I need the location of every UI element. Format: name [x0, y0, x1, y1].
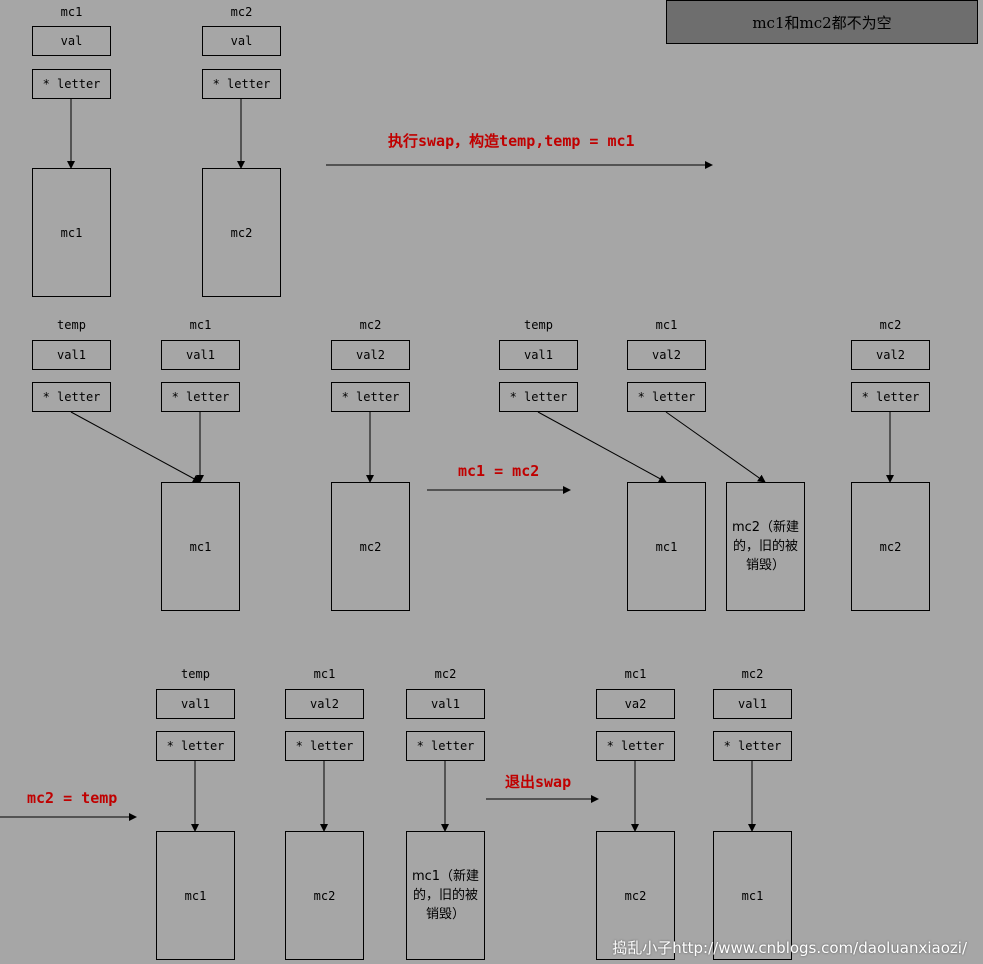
letter-pointer-field: * letter	[32, 69, 111, 99]
value-field: val2	[331, 340, 410, 370]
object-label-mc1: mc1	[189, 318, 212, 332]
value-field: val1	[156, 689, 235, 719]
object-label-mc2: mc2	[434, 667, 457, 681]
value-field: val	[202, 26, 281, 56]
pointer-arrow	[70, 411, 201, 483]
heap-block: mc1	[161, 482, 240, 611]
heap-block-new: mc2（新建的，旧的被销毁）	[726, 482, 805, 611]
letter-pointer-field: * letter	[32, 382, 111, 412]
letter-pointer-field: * letter	[596, 731, 675, 761]
letter-pointer-field: * letter	[161, 382, 240, 412]
value-field: val2	[627, 340, 706, 370]
heap-block: mc2	[331, 482, 410, 611]
value-field: val1	[406, 689, 485, 719]
object-label-mc2: mc2	[879, 318, 902, 332]
letter-pointer-field: * letter	[331, 382, 410, 412]
letter-pointer-field: * letter	[851, 382, 930, 412]
heap-block: mc2	[285, 831, 364, 960]
heap-block: mc2	[851, 482, 930, 611]
value-field: va2	[596, 689, 675, 719]
object-label-temp: temp	[57, 318, 86, 332]
value-field: val1	[161, 340, 240, 370]
heap-block: mc1	[32, 168, 111, 297]
object-label-mc2: mc2	[359, 318, 382, 332]
object-label-mc2: mc2	[741, 667, 764, 681]
value-field: val1	[713, 689, 792, 719]
watermark: 捣乱小子http://www.cnblogs.com/daoluanxiaozi…	[612, 939, 967, 957]
pointer-arrow	[665, 411, 766, 483]
heap-block: mc2	[202, 168, 281, 297]
value-field: val1	[32, 340, 111, 370]
heap-block: mc1	[156, 831, 235, 960]
letter-pointer-field: * letter	[499, 382, 578, 412]
letter-pointer-field: * letter	[202, 69, 281, 99]
object-label-mc1: mc1	[60, 5, 83, 19]
step-label-assign-mc2: mc2 = temp	[27, 789, 118, 807]
object-label-mc2: mc2	[230, 5, 253, 19]
letter-pointer-field: * letter	[627, 382, 706, 412]
object-label-temp: temp	[524, 318, 553, 332]
letter-pointer-field: * letter	[713, 731, 792, 761]
step-label-exit-swap: 退出swap	[505, 773, 572, 791]
object-label-mc1: mc1	[624, 667, 647, 681]
letter-pointer-field: * letter	[406, 731, 485, 761]
pointer-arrow	[537, 411, 667, 483]
object-label-mc1: mc1	[313, 667, 336, 681]
value-field: val2	[285, 689, 364, 719]
value-field: val2	[851, 340, 930, 370]
step-label-assign-mc1: mc1 = mc2	[458, 462, 540, 480]
object-label-temp: temp	[181, 667, 210, 681]
heap-block: mc1	[713, 831, 792, 960]
heap-block-new: mc1（新建的，旧的被销毁）	[406, 831, 485, 960]
heap-block: mc1	[627, 482, 706, 611]
object-label-mc1: mc1	[655, 318, 678, 332]
heap-block: mc2	[596, 831, 675, 960]
diagram-title: mc1和mc2都不为空	[666, 0, 978, 44]
letter-pointer-field: * letter	[156, 731, 235, 761]
letter-pointer-field: * letter	[285, 731, 364, 761]
value-field: val1	[499, 340, 578, 370]
value-field: val	[32, 26, 111, 56]
step-label-swap-start: 执行swap，构造temp,temp = mc1	[388, 132, 635, 150]
